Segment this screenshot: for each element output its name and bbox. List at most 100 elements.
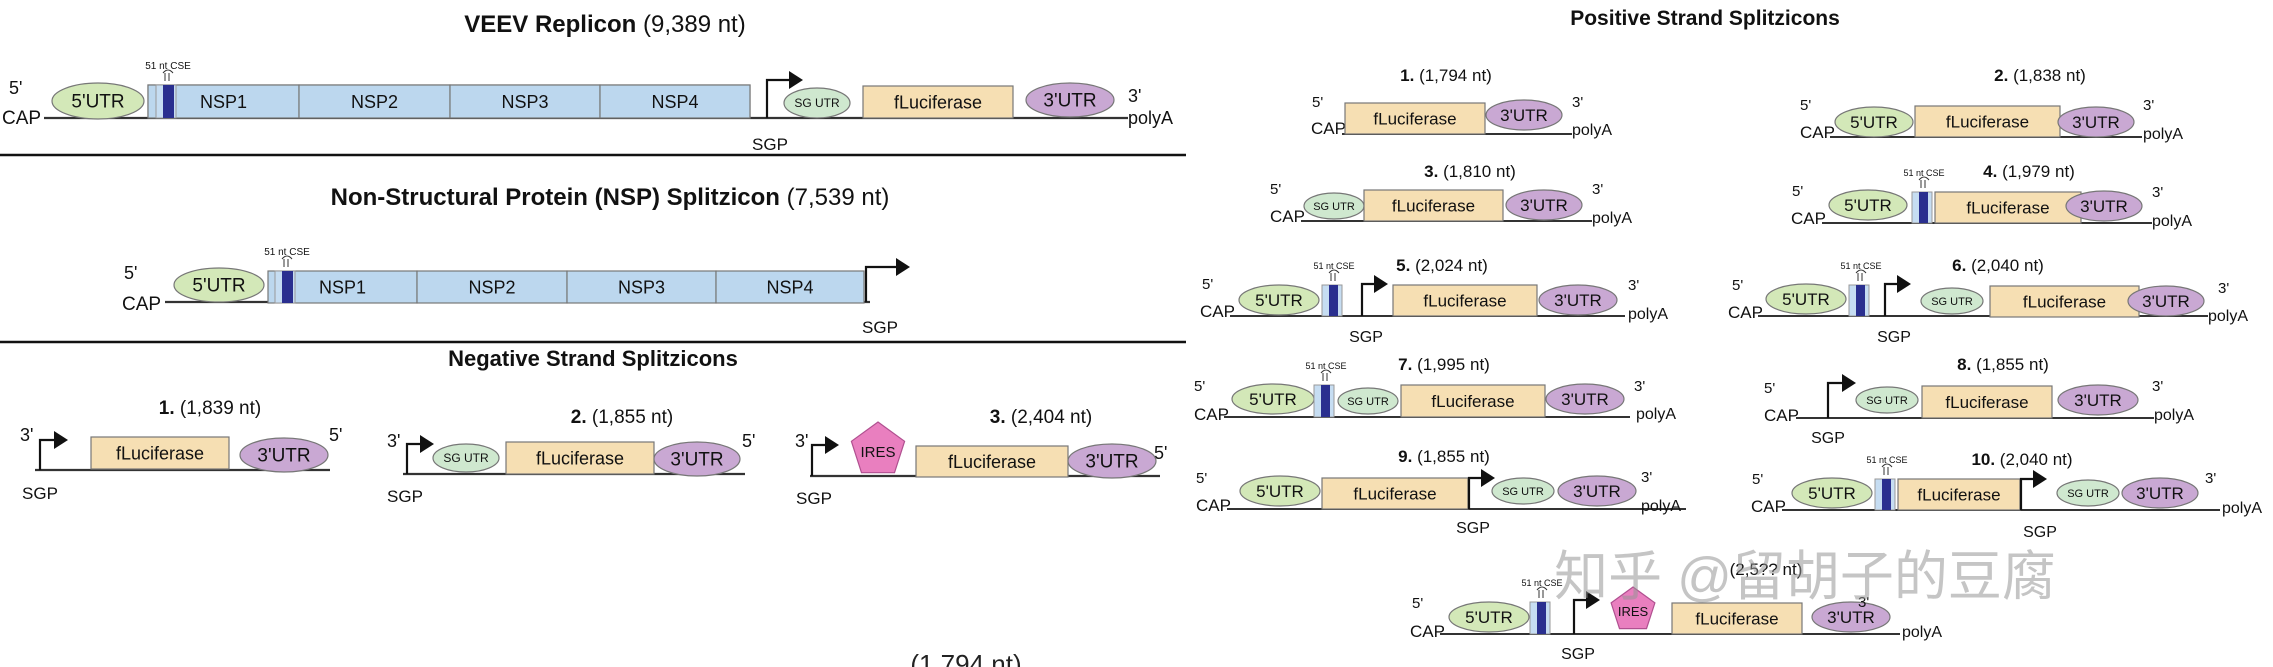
- neg1-3prime: 3': [20, 425, 33, 445]
- pos1-heading-size: (1,794 nt): [1419, 66, 1492, 85]
- pos8-sgp-arrow-head: [1842, 374, 1856, 392]
- pos7-polya: polyA: [1636, 406, 1676, 423]
- veev-title: VEEV Replicon (9,389 nt): [464, 11, 745, 38]
- veev-cap: CAP: [2, 108, 41, 129]
- nsp-nsp4: [715, 270, 865, 304]
- neg2-fluc-label: fLuciferase: [536, 448, 624, 468]
- neg3-heading: 3. (2,404 nt): [990, 407, 1092, 428]
- pos5-utr5-label: 5'UTR: [1255, 291, 1303, 310]
- pos3-utr3: [1505, 189, 1583, 221]
- pos6-5prime: 5': [1732, 277, 1743, 294]
- pos8-fluc: [1921, 385, 2053, 419]
- neg1-utr3-label: 3'UTR: [257, 446, 310, 467]
- neg1-sgp-arrow-head: [54, 431, 68, 449]
- pos5-5prime: 5': [1202, 276, 1213, 293]
- pos11-ires: [1610, 586, 1656, 630]
- pos11-sgp: SGP: [1561, 646, 1595, 663]
- pos2-utr3: [2057, 106, 2135, 138]
- neg1-utr3: [239, 437, 329, 473]
- pos7-cse-label: 51 nt CSE: [1305, 361, 1346, 371]
- pos7-cap: CAP: [1194, 405, 1229, 424]
- pos4-cse-label: 51 nt CSE: [1903, 168, 1944, 178]
- pos11-sgp-arrow-head: [1586, 591, 1600, 609]
- pos5-3prime: 3': [1628, 277, 1639, 294]
- pos6-cse: [1856, 285, 1865, 316]
- neg3-utr3-label: 3'UTR: [1085, 452, 1138, 473]
- pos10-utr3-label: 3'UTR: [2136, 484, 2184, 503]
- pos7-fluc-label: fLuciferase: [1431, 392, 1514, 411]
- pos9-fluc-label: fLuciferase: [1353, 484, 1436, 503]
- nsp-cap: CAP: [122, 294, 161, 315]
- pos6-sgp-arrow: [1883, 282, 1901, 316]
- pos10-3prime: 3': [2205, 470, 2216, 487]
- pos7-3prime: 3': [1634, 378, 1645, 395]
- pos11-utr5-label: 5'UTR: [1465, 608, 1513, 627]
- pos5-utr3-label: 3'UTR: [1554, 291, 1602, 310]
- watermark-text: 知乎 @留胡子的豆腐: [1554, 547, 2056, 607]
- pos11-cap: CAP: [1410, 622, 1445, 641]
- veev-title-text: VEEV Replicon: [464, 11, 643, 38]
- pos2-utr5: [1834, 106, 1914, 138]
- pos10-heading: 10. (2,040 nt): [1971, 450, 2072, 469]
- pos6-sgutr: [1920, 287, 1984, 315]
- neg3-5prime: 5': [1154, 443, 1167, 463]
- veev-sgp-arrow: [765, 78, 793, 118]
- neg1-sgp: SGP: [22, 484, 58, 503]
- pos5-sgp-arrow: [1360, 282, 1378, 316]
- pos10-cse-label: 51 nt CSE: [1866, 455, 1907, 465]
- pos11-utr3-label: 3'UTR: [1827, 608, 1875, 627]
- pos4-cap: CAP: [1791, 209, 1826, 228]
- veev-nsp3: [449, 84, 601, 119]
- pos9-sgp-arrow-head: [1481, 469, 1495, 487]
- pos9-heading-size: (1,855 nt): [1417, 447, 1490, 466]
- pos11-fluc-label: fLuciferase: [1695, 609, 1778, 628]
- pos7-sgutr: [1337, 387, 1399, 415]
- nsp-title-text: Non-Structural Protein (NSP) Splitzicon: [331, 184, 787, 211]
- pos10-heading-num: 10.: [1971, 450, 1999, 469]
- veev-cse-label: 51 nt CSE: [145, 61, 191, 72]
- neg3-sgp-arrow-head: [825, 436, 839, 454]
- pos7-heading-size: (1,995 nt): [1417, 355, 1490, 374]
- pos8-cap: CAP: [1764, 406, 1799, 425]
- pos7-utr5-label: 5'UTR: [1249, 390, 1297, 409]
- pos5-cse-stem: [1328, 269, 1340, 281]
- pos11-fluc: [1671, 602, 1803, 635]
- nsp-cse: [282, 271, 293, 303]
- neg1-5prime: 5': [329, 425, 342, 445]
- pos5-cap: CAP: [1200, 302, 1235, 321]
- pos2-fluc-label: fLuciferase: [1946, 112, 2029, 131]
- pos9-fluc: [1321, 477, 1469, 510]
- neg3-utr3: [1067, 443, 1157, 479]
- pos8-polya: polyA: [2154, 407, 2194, 424]
- pos2-polya: polyA: [2143, 126, 2183, 143]
- pos5-utr3: [1538, 284, 1618, 316]
- negative-title: Negative Strand Splitzicons: [448, 346, 738, 371]
- pos3-utr3-label: 3'UTR: [1520, 196, 1568, 215]
- nsp-utr5-label: 5'UTR: [192, 276, 245, 297]
- nsp-nsp2-label: NSP2: [468, 277, 515, 297]
- pos6-fluc-label: fLuciferase: [2023, 292, 2106, 311]
- neg3-heading-size: (2,404 nt): [1011, 407, 1092, 428]
- neg3-ires: [850, 421, 906, 474]
- pos7-cse-stem: [1320, 369, 1332, 381]
- pos1-heading: 1. (1,794 nt): [1400, 66, 1492, 85]
- pos1-utr3-label: 3'UTR: [1500, 106, 1548, 125]
- pos6-sgutr-label: SG UTR: [1931, 296, 1973, 308]
- pos9-cap: CAP: [1196, 496, 1231, 515]
- veev-utr5: [51, 82, 145, 120]
- pos9-polya: polyA: [1641, 498, 1681, 515]
- pos6-heading-num: 6.: [1952, 256, 1971, 275]
- pos11-polya: polyA: [1902, 624, 1942, 641]
- pos8-heading-size: (1,855 nt): [1976, 355, 2049, 374]
- pos4-utr3-label: 3'UTR: [2080, 197, 2128, 216]
- pos9-heading: 9. (1,855 nt): [1398, 447, 1490, 466]
- pos7-heading: 7. (1,995 nt): [1398, 355, 1490, 374]
- pos6-utr5: [1765, 283, 1847, 315]
- pos10-cse: [1882, 479, 1891, 510]
- pos11-5prime: 5': [1412, 595, 1423, 612]
- neg2-heading-num: 2.: [571, 407, 592, 428]
- neg2-5prime: 5': [742, 431, 755, 451]
- veev-nsp3-label: NSP3: [501, 92, 548, 112]
- pos3-5prime: 5': [1270, 181, 1281, 198]
- neg1-fluc-label: fLuciferase: [116, 443, 204, 463]
